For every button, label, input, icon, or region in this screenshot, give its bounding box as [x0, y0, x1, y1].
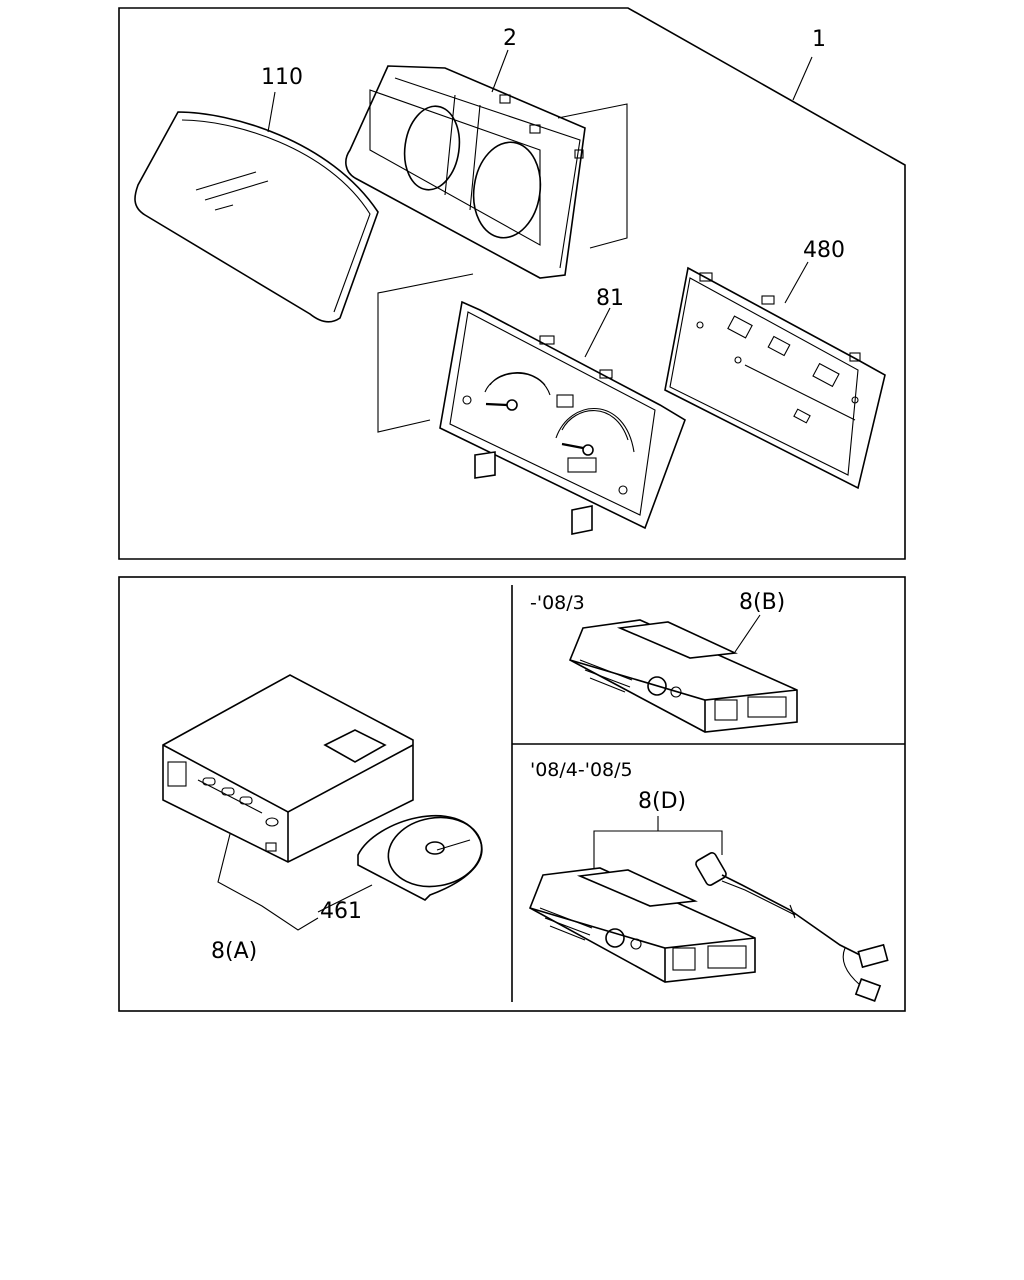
callout-bezel: 2 — [503, 26, 517, 51]
callout-unit-a: 8(A) — [211, 939, 257, 964]
leader-disc — [317, 884, 373, 913]
lens-part: 110 — [134, 65, 379, 323]
harness-part — [695, 852, 889, 1002]
callout-lens: 110 — [261, 65, 303, 90]
circuit-board-part: 480 — [664, 238, 886, 490]
period-d: '08/4-'08/5 — [530, 759, 633, 781]
period-b: -'08/3 — [530, 592, 585, 614]
unit-b-group: -'08/3 8(B) — [530, 590, 798, 733]
callout-disc: 461 — [320, 899, 362, 924]
bezel-part: 2 — [345, 26, 586, 279]
leader-unit-b — [734, 614, 761, 653]
callout-unit-b: 8(B) — [739, 590, 785, 615]
top-panel-border — [118, 7, 906, 560]
callout-dial: 81 — [596, 286, 624, 311]
leader-bezel — [491, 49, 509, 93]
leader-lens — [267, 91, 276, 133]
callout-assembly: 1 — [812, 27, 826, 52]
top-panel: 1 110 2 — [118, 7, 906, 560]
callout-circuit-board: 480 — [803, 238, 845, 263]
leader-dial — [584, 307, 611, 358]
bottom-panel-border — [118, 576, 906, 1012]
group-bracket-right — [557, 103, 628, 249]
leader-unit-a — [217, 833, 319, 931]
callout-unit-d: 8(D) — [638, 789, 686, 814]
unit-a-group: 461 8(A) — [162, 674, 483, 964]
leader-circuit-board — [784, 261, 809, 304]
group-bracket-left — [377, 273, 474, 433]
leader-assembly — [792, 56, 813, 101]
bottom-panel: 461 8(A) -'08/3 8(B) '08/4-'08/5 8(D) — [118, 576, 906, 1012]
unit-d-group: '08/4-'08/5 8(D) — [528, 759, 889, 1002]
dial-part: 81 — [439, 286, 686, 535]
